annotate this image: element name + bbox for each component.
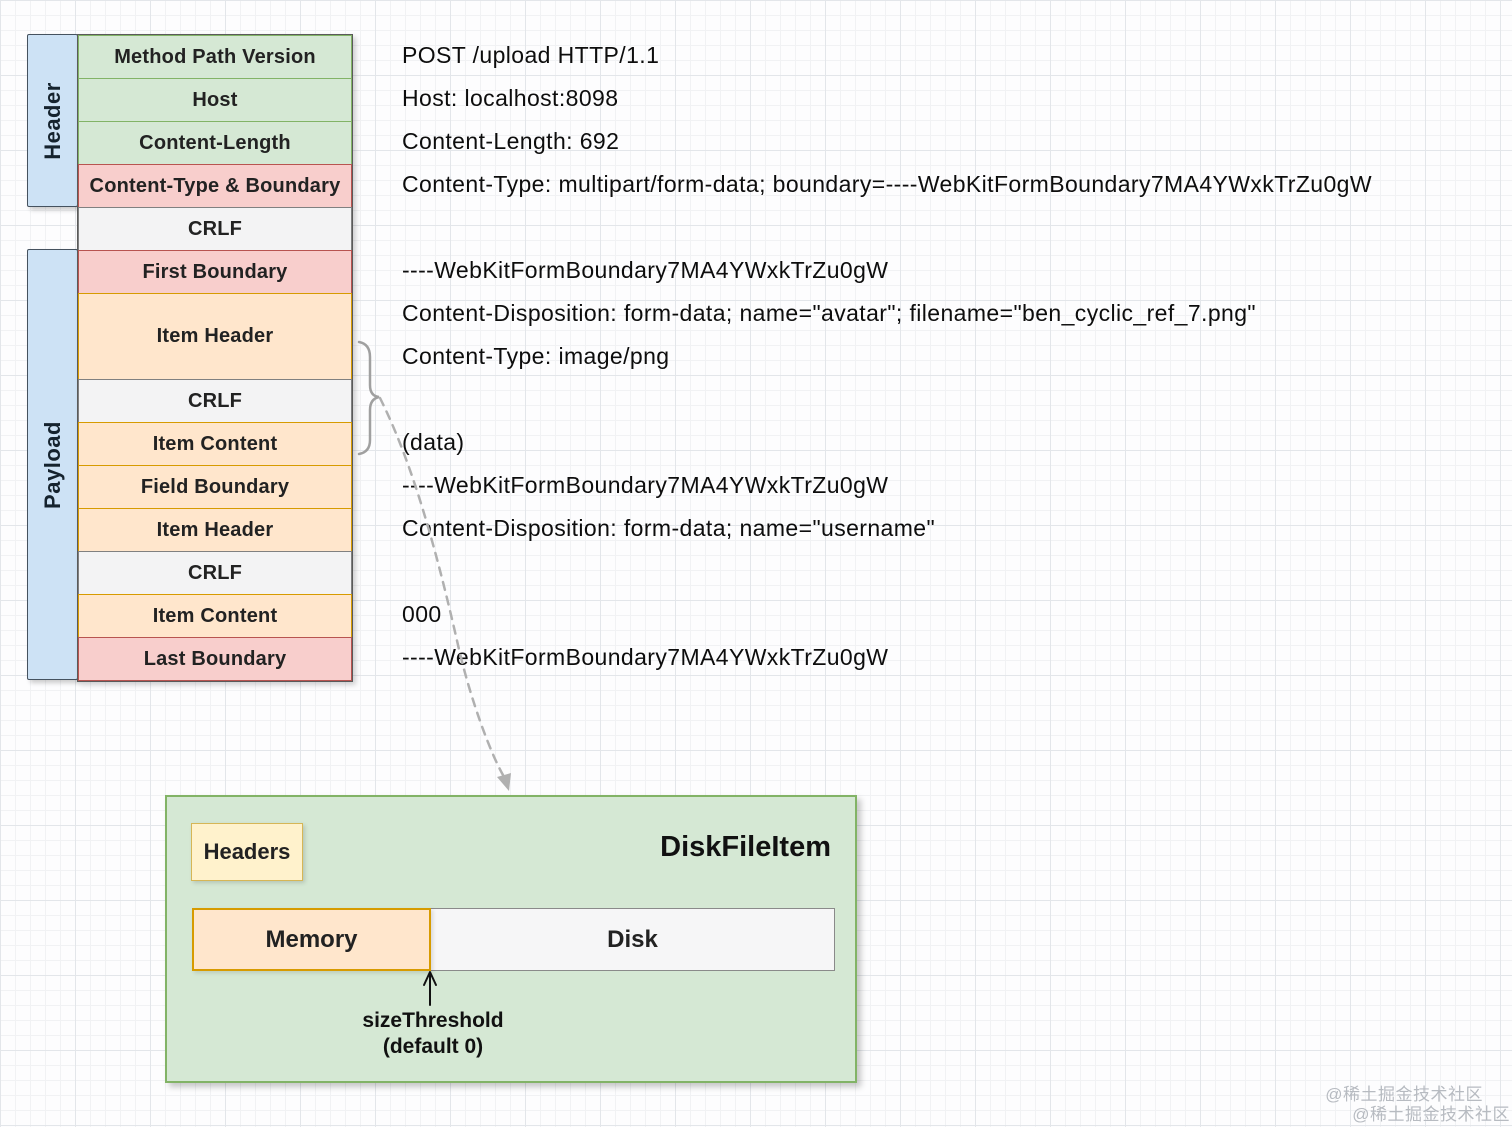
table-row-label: Host: [192, 88, 238, 111]
memory-segment: Memory: [192, 908, 431, 971]
size-threshold-label-line2: (default 0): [382, 1035, 484, 1058]
table-row-label: CRLF: [187, 389, 243, 412]
table-row: Content-Type & Boundary: [78, 164, 352, 208]
table-row: Item Header: [78, 293, 352, 380]
table-row-label: Last Boundary: [143, 647, 287, 670]
disk-file-item-box: DiskFileItem Headers Memory Disk sizeThr…: [165, 795, 857, 1083]
table-row-label: Field Boundary: [140, 475, 290, 498]
header-group-label: Header: [27, 34, 78, 207]
table-row: Last Boundary: [78, 637, 352, 681]
http-line: Host: localhost:8098: [402, 85, 619, 111]
table-row-label: Content-Type & Boundary: [89, 174, 341, 197]
table-row: Method Path Version: [78, 35, 352, 79]
http-line: POST /upload HTTP/1.1: [402, 42, 660, 68]
table-row-label: Item Content: [152, 432, 278, 455]
table-row-label: Item Content: [152, 604, 278, 627]
table-row: Host: [78, 78, 352, 122]
disk-file-item-title: DiskFileItem: [660, 831, 831, 863]
watermark: @稀土掘金技术社区: [1325, 1085, 1483, 1104]
http-line: (data): [402, 429, 465, 455]
table-row-label: First Boundary: [142, 260, 288, 283]
table-row: CRLF: [78, 207, 352, 251]
table-row-label: CRLF: [187, 561, 243, 584]
table-row: Content-Length: [78, 121, 352, 165]
http-line: Content-Type: image/png: [402, 343, 670, 369]
dashed-arrowhead-icon: [497, 773, 511, 791]
http-line: 000: [402, 601, 442, 627]
http-line: Content-Disposition: form-data; name="av…: [402, 300, 1256, 326]
disk-segment: Disk: [430, 908, 835, 971]
http-line: ----WebKitFormBoundary7MA4YWxkTrZu0gW: [402, 257, 889, 283]
payload-structure-table: Method Path Version Host Content-Length …: [77, 34, 353, 682]
http-line: ----WebKitFormBoundary7MA4YWxkTrZu0gW: [402, 472, 889, 498]
watermark: @稀土掘金技术社区: [1352, 1105, 1510, 1124]
header-group-label-text: Header: [39, 81, 65, 160]
payload-group-label-text: Payload: [39, 420, 65, 509]
table-row: First Boundary: [78, 250, 352, 294]
table-row: CRLF: [78, 551, 352, 595]
http-line: Content-Type: multipart/form-data; bound…: [402, 171, 1372, 197]
size-threshold-label-line1: sizeThreshold: [362, 1009, 504, 1032]
table-row-label: Content-Length: [139, 131, 291, 154]
table-row: Item Content: [78, 422, 352, 466]
memory-segment-label: Memory: [265, 925, 358, 953]
table-row: Item Content: [78, 594, 352, 638]
http-line: Content-Disposition: form-data; name="us…: [402, 515, 936, 541]
table-row: Item Header: [78, 508, 352, 552]
size-threshold-label: sizeThreshold (default 0): [333, 1008, 533, 1060]
headers-box-label: Headers: [203, 839, 291, 864]
table-row-label: CRLF: [187, 217, 243, 240]
table-row: Field Boundary: [78, 465, 352, 509]
table-row-label: Item Header: [156, 325, 274, 347]
table-row-label: Method Path Version: [114, 45, 316, 68]
disk-segment-label: Disk: [607, 925, 658, 953]
headers-box: Headers: [191, 823, 303, 881]
table-row: CRLF: [78, 379, 352, 423]
table-row-label: Item Header: [156, 518, 274, 541]
payload-group-label: Payload: [27, 249, 78, 680]
http-line: ----WebKitFormBoundary7MA4YWxkTrZu0gW: [402, 644, 889, 670]
group-brace-icon: [357, 340, 380, 456]
http-line: Content-Length: 692: [402, 128, 620, 154]
